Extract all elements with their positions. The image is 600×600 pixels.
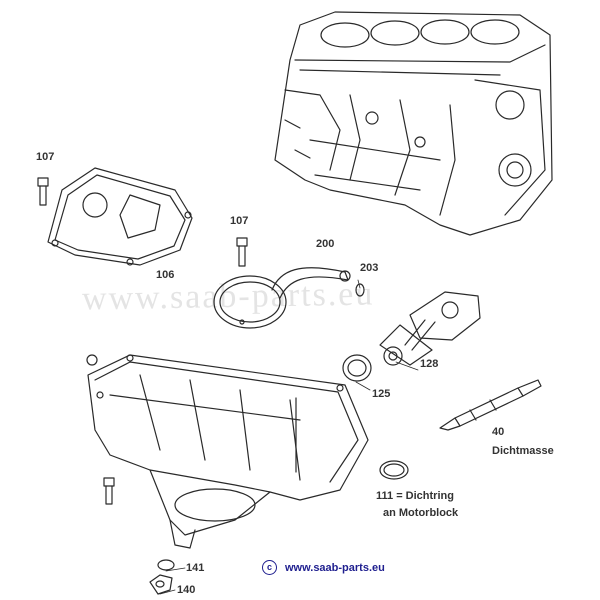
label-128: 128 (420, 358, 439, 370)
leader-lines (159, 279, 419, 595)
engine-block (274, 11, 553, 236)
sealant-tube (439, 379, 542, 431)
o-ring-203 (355, 283, 365, 297)
cover-plate (47, 167, 193, 266)
oil-pickup (213, 267, 351, 329)
footer-credit: c www.saab-parts.eu (262, 560, 385, 575)
label-40-description: Dichtmasse (492, 445, 554, 457)
label-111-description: an Motorblock (383, 507, 459, 519)
sealing-ring-111 (379, 460, 409, 480)
label-111: 111 = Dichtring (376, 490, 454, 502)
label-140: 140 (177, 584, 196, 596)
pump-housing (379, 291, 481, 366)
washer-141 (157, 559, 175, 571)
bolt-107-left (37, 177, 49, 206)
seal-ring-125 (342, 354, 372, 382)
oil-pan (86, 354, 369, 549)
label-200: 200 (316, 238, 335, 250)
drain-plug-140 (149, 574, 173, 595)
label-125: 125 (372, 388, 391, 400)
bolt-107-middle (236, 237, 248, 267)
footer-url[interactable]: www.saab-parts.eu (285, 561, 385, 574)
label-203: 203 (360, 262, 379, 274)
label-40: 40 (492, 426, 505, 438)
label-106: 106 (156, 269, 175, 281)
label-107-middle: 107 (230, 215, 249, 227)
pan-bolt (103, 477, 115, 505)
copyright-icon: c (262, 560, 277, 575)
label-107-left: 107 (36, 151, 55, 163)
label-141: 141 (186, 562, 205, 574)
